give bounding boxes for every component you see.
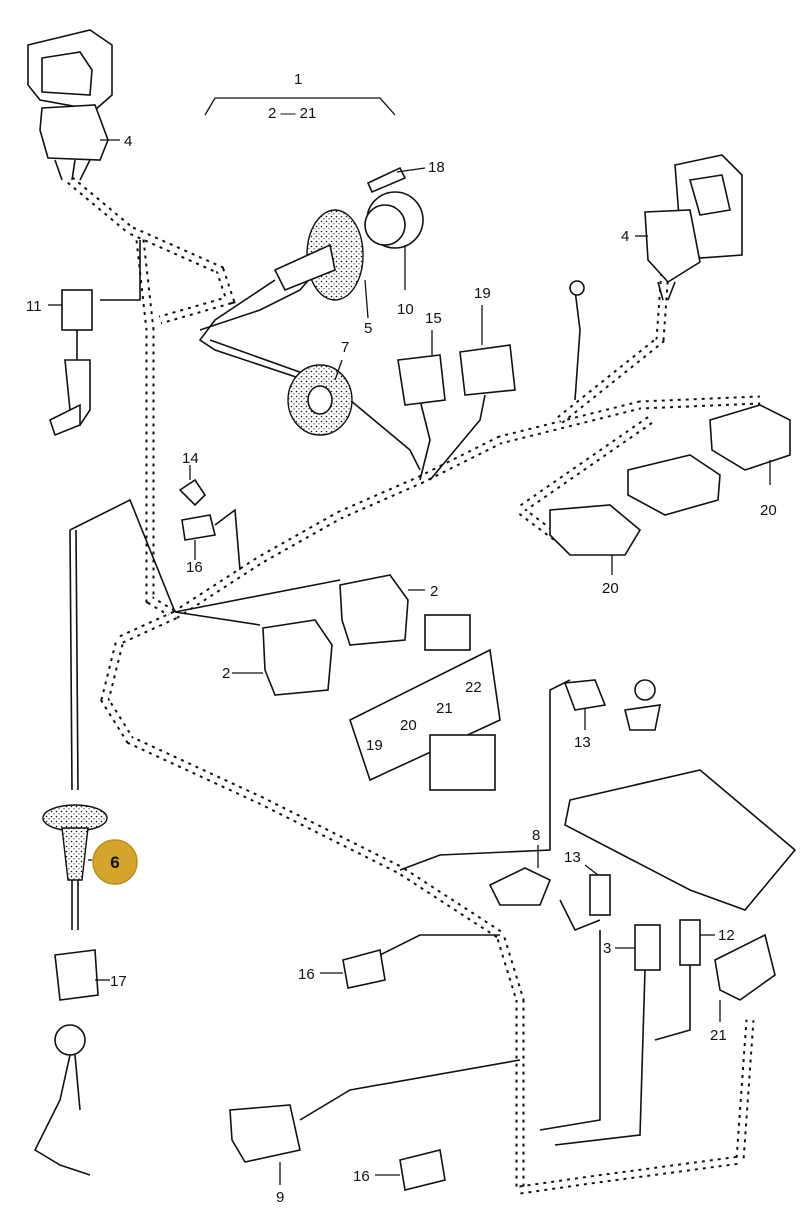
fuse-box [564,769,797,911]
callout-20-right: 20 [760,502,777,519]
connector-19 [459,344,516,396]
connector-21-lower [714,933,776,1001]
connector-12 [679,919,701,966]
callout-11: 11 [26,298,42,315]
relay-slot-19-label: 19 [366,737,383,754]
relay-slot-20-label: 20 [400,717,417,734]
callout-20-lower: 20 [602,580,619,597]
callout-10: 10 [397,301,414,318]
callout-17: 17 [110,973,127,990]
group-number-label: 1 [294,71,302,88]
connector-2-lower [262,619,333,696]
relay-panel: 19 20 21 22 [349,614,501,791]
callout-9: 9 [276,1189,284,1206]
connector-9 [229,1104,301,1163]
highlight-callout-number: 6 [110,853,119,872]
callout-8: 8 [532,827,540,844]
callout-labels: 1 2 — 21 4 18 11 10 5 15 19 4 7 14 16 20… [26,71,777,1206]
connector-3 [634,924,661,971]
connector-15 [397,354,446,406]
callout-15: 15 [425,310,442,327]
connector-13-upper [563,679,607,711]
highlight-badge[interactable] [92,839,138,885]
callout-7: 7 [341,339,349,356]
callout-4-top-left: 4 [124,133,132,150]
sensor-11 [49,289,93,437]
callout-16-lower: 16 [353,1168,370,1185]
grommet-6 [42,804,108,930]
connector-4-top-left [27,29,113,181]
leader-lines [48,97,771,1185]
connector-20-lower [549,504,642,556]
callout-13-lower: 13 [564,849,581,866]
relay-slot-22-label: 22 [465,679,482,696]
main-harness [67,176,761,1195]
relay-slot-21-label: 21 [436,700,453,717]
connector-20-right [627,404,791,516]
callout-16-middle: 16 [298,966,315,983]
callout-2-lower: 2 [222,665,230,682]
callout-5: 5 [364,320,372,337]
thin-wires [69,240,691,1146]
connector-16-lower [399,1149,446,1191]
sensor-17 [33,949,99,1176]
callout-21-lower: 21 [710,1027,727,1044]
highlight-callout-6[interactable]: 6 [88,839,138,885]
callout-2-upper: 2 [430,583,438,600]
callout-14: 14 [182,450,199,467]
callout-4-right: 4 [621,228,629,245]
connector-16-middle [342,948,386,989]
callout-3: 3 [603,940,611,957]
connector-10-with-grommet-5 [198,166,424,396]
group-range-label: 2 — 21 [268,105,316,122]
connector-13-lower [589,874,611,916]
callout-18: 18 [428,159,445,176]
switch-sensor [624,679,662,731]
clip-14 [178,478,207,507]
connector-8 [488,867,552,906]
callout-19: 19 [474,285,491,302]
callout-13-upper: 13 [574,734,591,751]
ring-terminal [569,280,585,296]
connector-16-upper [181,508,241,571]
callout-12: 12 [718,927,735,944]
connector-2-upper [339,574,409,646]
connector-4-right [644,154,743,301]
callout-16-upper: 16 [186,559,203,576]
grommet-7 [287,364,353,436]
